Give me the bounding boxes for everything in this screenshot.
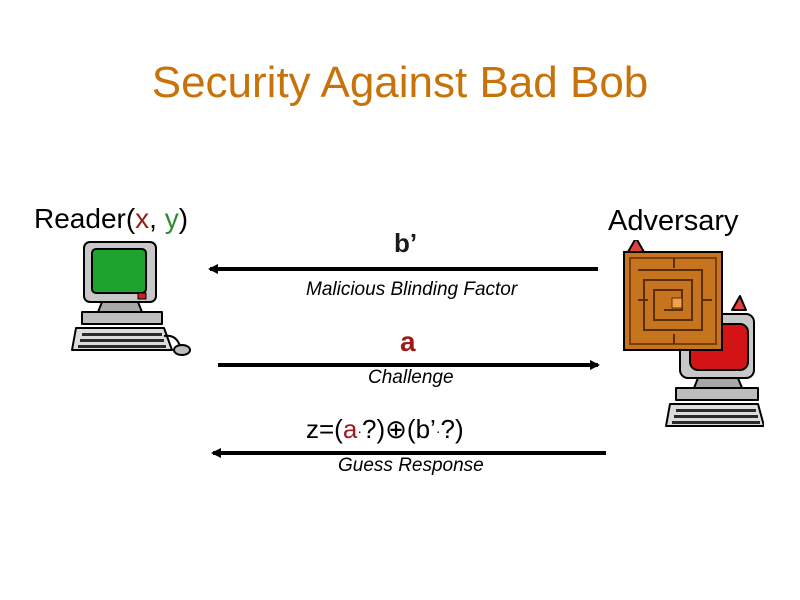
- reader-computer-icon: [71, 241, 191, 356]
- reader-x: x: [135, 203, 150, 234]
- adversary-label: Adversary: [608, 205, 739, 237]
- caption-malicious-blinding-factor: Malicious Blinding Factor: [306, 279, 518, 300]
- reader-label: Reader(x, y): [34, 203, 189, 234]
- caption-guess-response: Guess Response: [338, 455, 484, 476]
- message-guess-formula: z=(a·?)⊕(b’·?): [306, 414, 464, 444]
- reader-y: y: [164, 203, 179, 234]
- message-a: a: [400, 326, 416, 357]
- message-b-prime: b’: [394, 228, 418, 258]
- caption-challenge: Challenge: [368, 367, 454, 388]
- page-title: Security Against Bad Bob: [151, 58, 649, 107]
- adversary-devil-computer-icon: [623, 240, 764, 427]
- chip-icon: [623, 251, 723, 351]
